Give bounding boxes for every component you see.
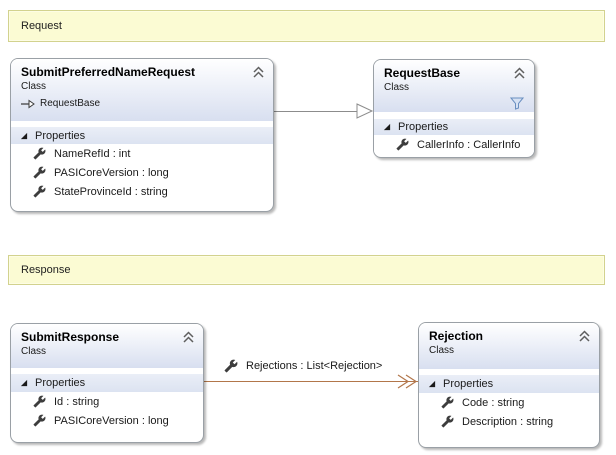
class-header: SubmitResponse Class: [11, 324, 203, 368]
section-label: Properties: [35, 377, 85, 389]
base-type-label: RequestBase: [40, 98, 100, 110]
properties-section-header[interactable]: Properties: [11, 127, 273, 144]
class-header: SubmitPreferredNameRequest Class Request…: [11, 59, 273, 121]
base-type-row: RequestBase: [21, 98, 263, 110]
member-label: StateProvinceId : string: [54, 186, 168, 198]
expander-icon[interactable]: [20, 132, 28, 140]
class-box-requestbase[interactable]: RequestBase Class Properties CallerInfo …: [373, 59, 535, 158]
class-header: Rejection Class: [419, 323, 599, 369]
class-header: RequestBase Class: [374, 60, 534, 112]
inheritance-connector[interactable]: [274, 111, 357, 112]
member-row[interactable]: PASICoreVersion : long: [11, 411, 203, 430]
filter-icon[interactable]: [510, 97, 524, 110]
member-label: Description : string: [462, 416, 553, 428]
member-row[interactable]: StateProvinceId : string: [11, 182, 273, 201]
class-kind: Class: [21, 81, 263, 93]
member-row[interactable]: Id : string: [11, 392, 203, 411]
comment-banner-response[interactable]: Response: [8, 255, 605, 285]
class-box-rejection[interactable]: Rejection Class Properties Code : string…: [418, 322, 600, 448]
collapse-chevron-icon[interactable]: [513, 66, 526, 78]
class-kind: Class: [21, 346, 193, 358]
wrench-icon: [33, 395, 46, 408]
class-box-submitresponse[interactable]: SubmitResponse Class Properties Id : str…: [10, 323, 204, 443]
class-title: SubmitResponse: [21, 330, 193, 344]
member-label: PASICoreVersion : long: [54, 167, 169, 179]
member-row[interactable]: NameRefId : int: [11, 144, 273, 163]
comment-banner-request[interactable]: Request: [8, 10, 605, 42]
wrench-icon: [441, 415, 454, 428]
member-label: Code : string: [462, 397, 524, 409]
member-label: NameRefId : int: [54, 148, 130, 160]
class-box-submitpreferrednamerequest[interactable]: SubmitPreferredNameRequest Class Request…: [10, 58, 274, 212]
class-title: Rejection: [429, 329, 589, 343]
class-kind: Class: [429, 345, 589, 357]
member-row[interactable]: CallerInfo : CallerInfo: [374, 135, 534, 154]
member-row[interactable]: Description : string: [419, 412, 599, 431]
class-kind: Class: [384, 82, 524, 94]
member-row[interactable]: PASICoreVersion : long: [11, 163, 273, 182]
section-label: Properties: [35, 130, 85, 142]
properties-section-header[interactable]: Properties: [11, 374, 203, 392]
section-label: Properties: [443, 378, 493, 390]
properties-section-header[interactable]: Properties: [374, 119, 534, 135]
collapse-chevron-icon[interactable]: [252, 65, 265, 77]
wrench-icon: [33, 185, 46, 198]
banner-label: Request: [21, 20, 62, 32]
expander-icon[interactable]: [428, 380, 436, 388]
wrench-icon: [224, 359, 238, 373]
collapse-chevron-icon[interactable]: [578, 329, 591, 341]
association-label[interactable]: Rejections : List<Rejection>: [224, 359, 382, 373]
wrench-icon: [441, 396, 454, 409]
class-title: RequestBase: [384, 66, 524, 80]
member-row[interactable]: Code : string: [419, 393, 599, 412]
banner-label: Response: [21, 264, 71, 276]
inheritance-arrowhead-icon: [356, 103, 374, 119]
association-label-text: Rejections : List<Rejection>: [246, 360, 382, 372]
inherits-arrow-icon: [21, 99, 35, 109]
member-label: PASICoreVersion : long: [54, 415, 169, 427]
wrench-icon: [33, 147, 46, 160]
association-arrowhead-icon: [397, 374, 418, 389]
member-label: Id : string: [54, 396, 99, 408]
wrench-icon: [33, 166, 46, 179]
wrench-icon: [396, 138, 409, 151]
wrench-icon: [33, 414, 46, 427]
association-connector[interactable]: [204, 381, 418, 382]
collapse-chevron-icon[interactable]: [182, 330, 195, 342]
section-label: Properties: [398, 121, 448, 133]
expander-icon[interactable]: [383, 123, 391, 131]
class-title: SubmitPreferredNameRequest: [21, 65, 263, 79]
expander-icon[interactable]: [20, 379, 28, 387]
member-label: CallerInfo : CallerInfo: [417, 139, 520, 151]
properties-section-header[interactable]: Properties: [419, 375, 599, 393]
